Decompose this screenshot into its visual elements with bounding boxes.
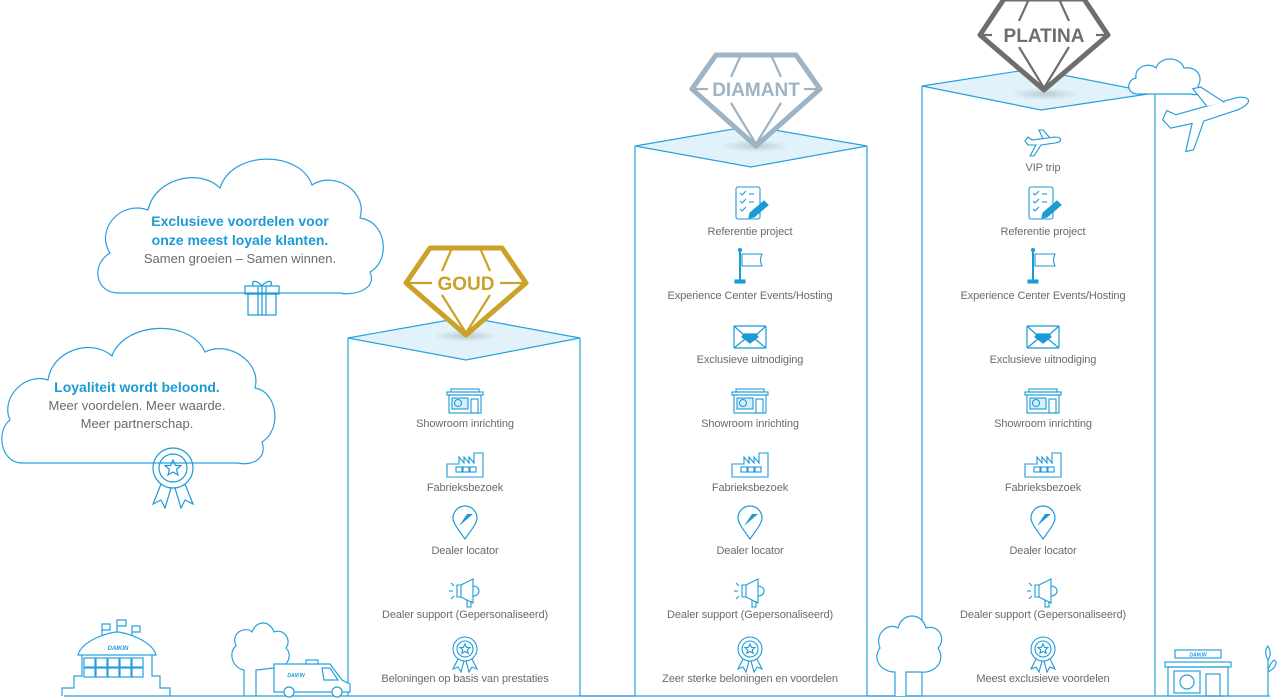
pillar-diamant <box>580 125 868 697</box>
benefit-label: Fabrieksbezoek <box>711 482 789 494</box>
benefit-label: Dealer locator <box>431 545 499 557</box>
cloud-loyalty-rewarded <box>1 327 276 465</box>
factory-icon <box>731 452 769 478</box>
cloud-exclusive-title-2: onze meest loyale klanten. <box>151 232 329 248</box>
cloud-exclusive-benefits <box>97 158 384 295</box>
cloud-loyalty-line-1: Meer voordelen. Meer waarde. <box>48 398 226 413</box>
badge-platina-label: PLATINA <box>1004 26 1085 47</box>
factory-icon <box>446 452 484 478</box>
benefit-label: Dealer locator <box>716 545 784 557</box>
megaphone-icon <box>733 578 765 608</box>
checklist-pen-icon <box>735 186 769 220</box>
showroom-icon <box>731 388 769 414</box>
award-ribbon-icon <box>737 636 763 673</box>
factory-icon <box>1024 452 1062 478</box>
badge-diamant-label: DIAMANT <box>712 80 800 101</box>
cloud-exclusive-title-1: Exclusieve voordelen voor <box>151 213 329 229</box>
envelope-icon <box>1026 325 1060 349</box>
benefit-label: Dealer support (Gepersonaliseerd) <box>666 609 834 621</box>
shop-brand: DAIKIN <box>1189 653 1207 659</box>
award-ribbon-icon <box>1030 636 1056 673</box>
benefit-label: Beloningen op basis van prestaties <box>381 673 549 685</box>
airplane-icon <box>1161 86 1249 153</box>
cloud-loyalty-text: Loyaliteit wordt beloond. Meer voordelen… <box>48 378 225 433</box>
award-ribbon-icon <box>452 636 478 673</box>
cloud-exclusive-text: Exclusieve voordelen voor onze meest loy… <box>144 212 336 268</box>
benefit-label: Referentie project <box>1000 226 1086 238</box>
benefit-label: Dealer locator <box>1009 545 1077 557</box>
airplane-icon <box>1024 129 1062 157</box>
badge-goud: GOUD <box>403 245 529 338</box>
megaphone-icon <box>448 578 480 608</box>
benefit-label: Showroom inrichting <box>416 418 514 430</box>
location-pin-icon <box>737 505 763 540</box>
award-ribbon-icon <box>151 447 195 510</box>
dealer-shop <box>1164 644 1277 697</box>
benefit-label: Fabrieksbezoek <box>426 482 504 494</box>
cloud-loyalty-title: Loyaliteit wordt beloond. <box>54 379 220 395</box>
small-cloud <box>1128 58 1202 96</box>
headquarters-building <box>61 619 171 696</box>
megaphone-icon <box>1026 578 1058 608</box>
van-brand: DAIKIN <box>287 673 305 679</box>
benefit-label: Dealer support (Gepersonaliseerd) <box>381 609 549 621</box>
location-pin-icon <box>1030 505 1056 540</box>
badge-diamant: DIAMANT <box>689 52 823 149</box>
service-van <box>273 659 351 698</box>
tree-left <box>231 622 290 696</box>
headquarters-brand: DAIKIN <box>108 646 129 652</box>
gift-icon <box>244 280 280 316</box>
benefit-label: Referentie project <box>707 226 793 238</box>
benefit-label: Meest exclusieve voordelen <box>976 673 1110 685</box>
envelope-icon <box>733 325 767 349</box>
benefit-label: Dealer support (Gepersonaliseerd) <box>959 609 1127 621</box>
pillar-goud <box>347 316 581 696</box>
benefit-label: Fabrieksbezoek <box>1004 482 1082 494</box>
tier-goud-icons <box>446 388 484 673</box>
benefit-label: Zeer sterke beloningen en voordelen <box>662 673 838 685</box>
benefit-label: Experience Center Events/Hosting <box>960 290 1126 302</box>
showroom-icon <box>446 388 484 414</box>
benefit-label: VIP trip <box>1025 162 1061 174</box>
cloud-loyalty-line-2: Meer partnerschap. <box>80 416 194 431</box>
benefit-label: Experience Center Events/Hosting <box>667 290 833 302</box>
benefit-label: Exclusieve uitnodiging <box>989 354 1097 366</box>
badge-goud-label: GOUD <box>438 274 495 295</box>
checklist-pen-icon <box>1028 186 1062 220</box>
benefit-label: Showroom inrichting <box>994 418 1092 430</box>
flag-icon <box>734 247 763 284</box>
location-pin-icon <box>452 505 478 540</box>
benefit-label: Showroom inrichting <box>701 418 799 430</box>
pillar-platina <box>867 68 1156 697</box>
benefit-label: Exclusieve uitnodiging <box>696 354 804 366</box>
cloud-exclusive-subtitle: Samen groeien – Samen winnen. <box>143 251 337 266</box>
tree-middle <box>876 615 943 696</box>
showroom-icon <box>1024 388 1062 414</box>
badge-platina: PLATINA <box>977 0 1111 93</box>
tier-platina-icons <box>1024 129 1062 673</box>
flag-icon <box>1027 247 1056 284</box>
